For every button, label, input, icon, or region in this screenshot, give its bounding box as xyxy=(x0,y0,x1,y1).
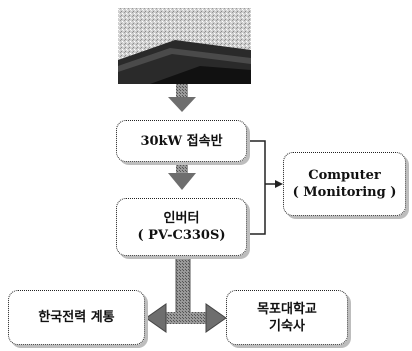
computer-label: Computer xyxy=(308,168,381,183)
kepco-grid-label: 한국전력 계통 xyxy=(38,310,115,325)
kepco-grid-node: 한국전력 계통 xyxy=(8,290,145,345)
computer-monitoring-node: Computer ( Monitoring ) xyxy=(283,152,406,216)
inverter-node: 인버터 ( PV-C330S) xyxy=(116,198,247,256)
junction-box-node: 30kW 접속반 xyxy=(116,120,247,162)
university-dorm-node: 목포대학교 기숙사 xyxy=(226,290,348,345)
arrow-panel-to-junction xyxy=(168,84,196,112)
pv-panel-image xyxy=(118,8,251,84)
university-label: 목포대학교 xyxy=(257,301,317,317)
dorm-label: 기숙사 xyxy=(269,318,305,334)
arrow-inverter-down xyxy=(175,256,191,315)
arrow-junction-to-inverter xyxy=(168,162,196,190)
junction-box-label: 30kW 접속반 xyxy=(140,133,223,149)
connector-to-computer xyxy=(247,140,283,235)
inverter-label: 인버터 xyxy=(163,211,200,226)
arrow-grid-dorm-bidirectional xyxy=(145,303,227,333)
inverter-model-label: ( PV-C330S) xyxy=(137,228,226,243)
monitoring-label: ( Monitoring ) xyxy=(292,185,397,200)
